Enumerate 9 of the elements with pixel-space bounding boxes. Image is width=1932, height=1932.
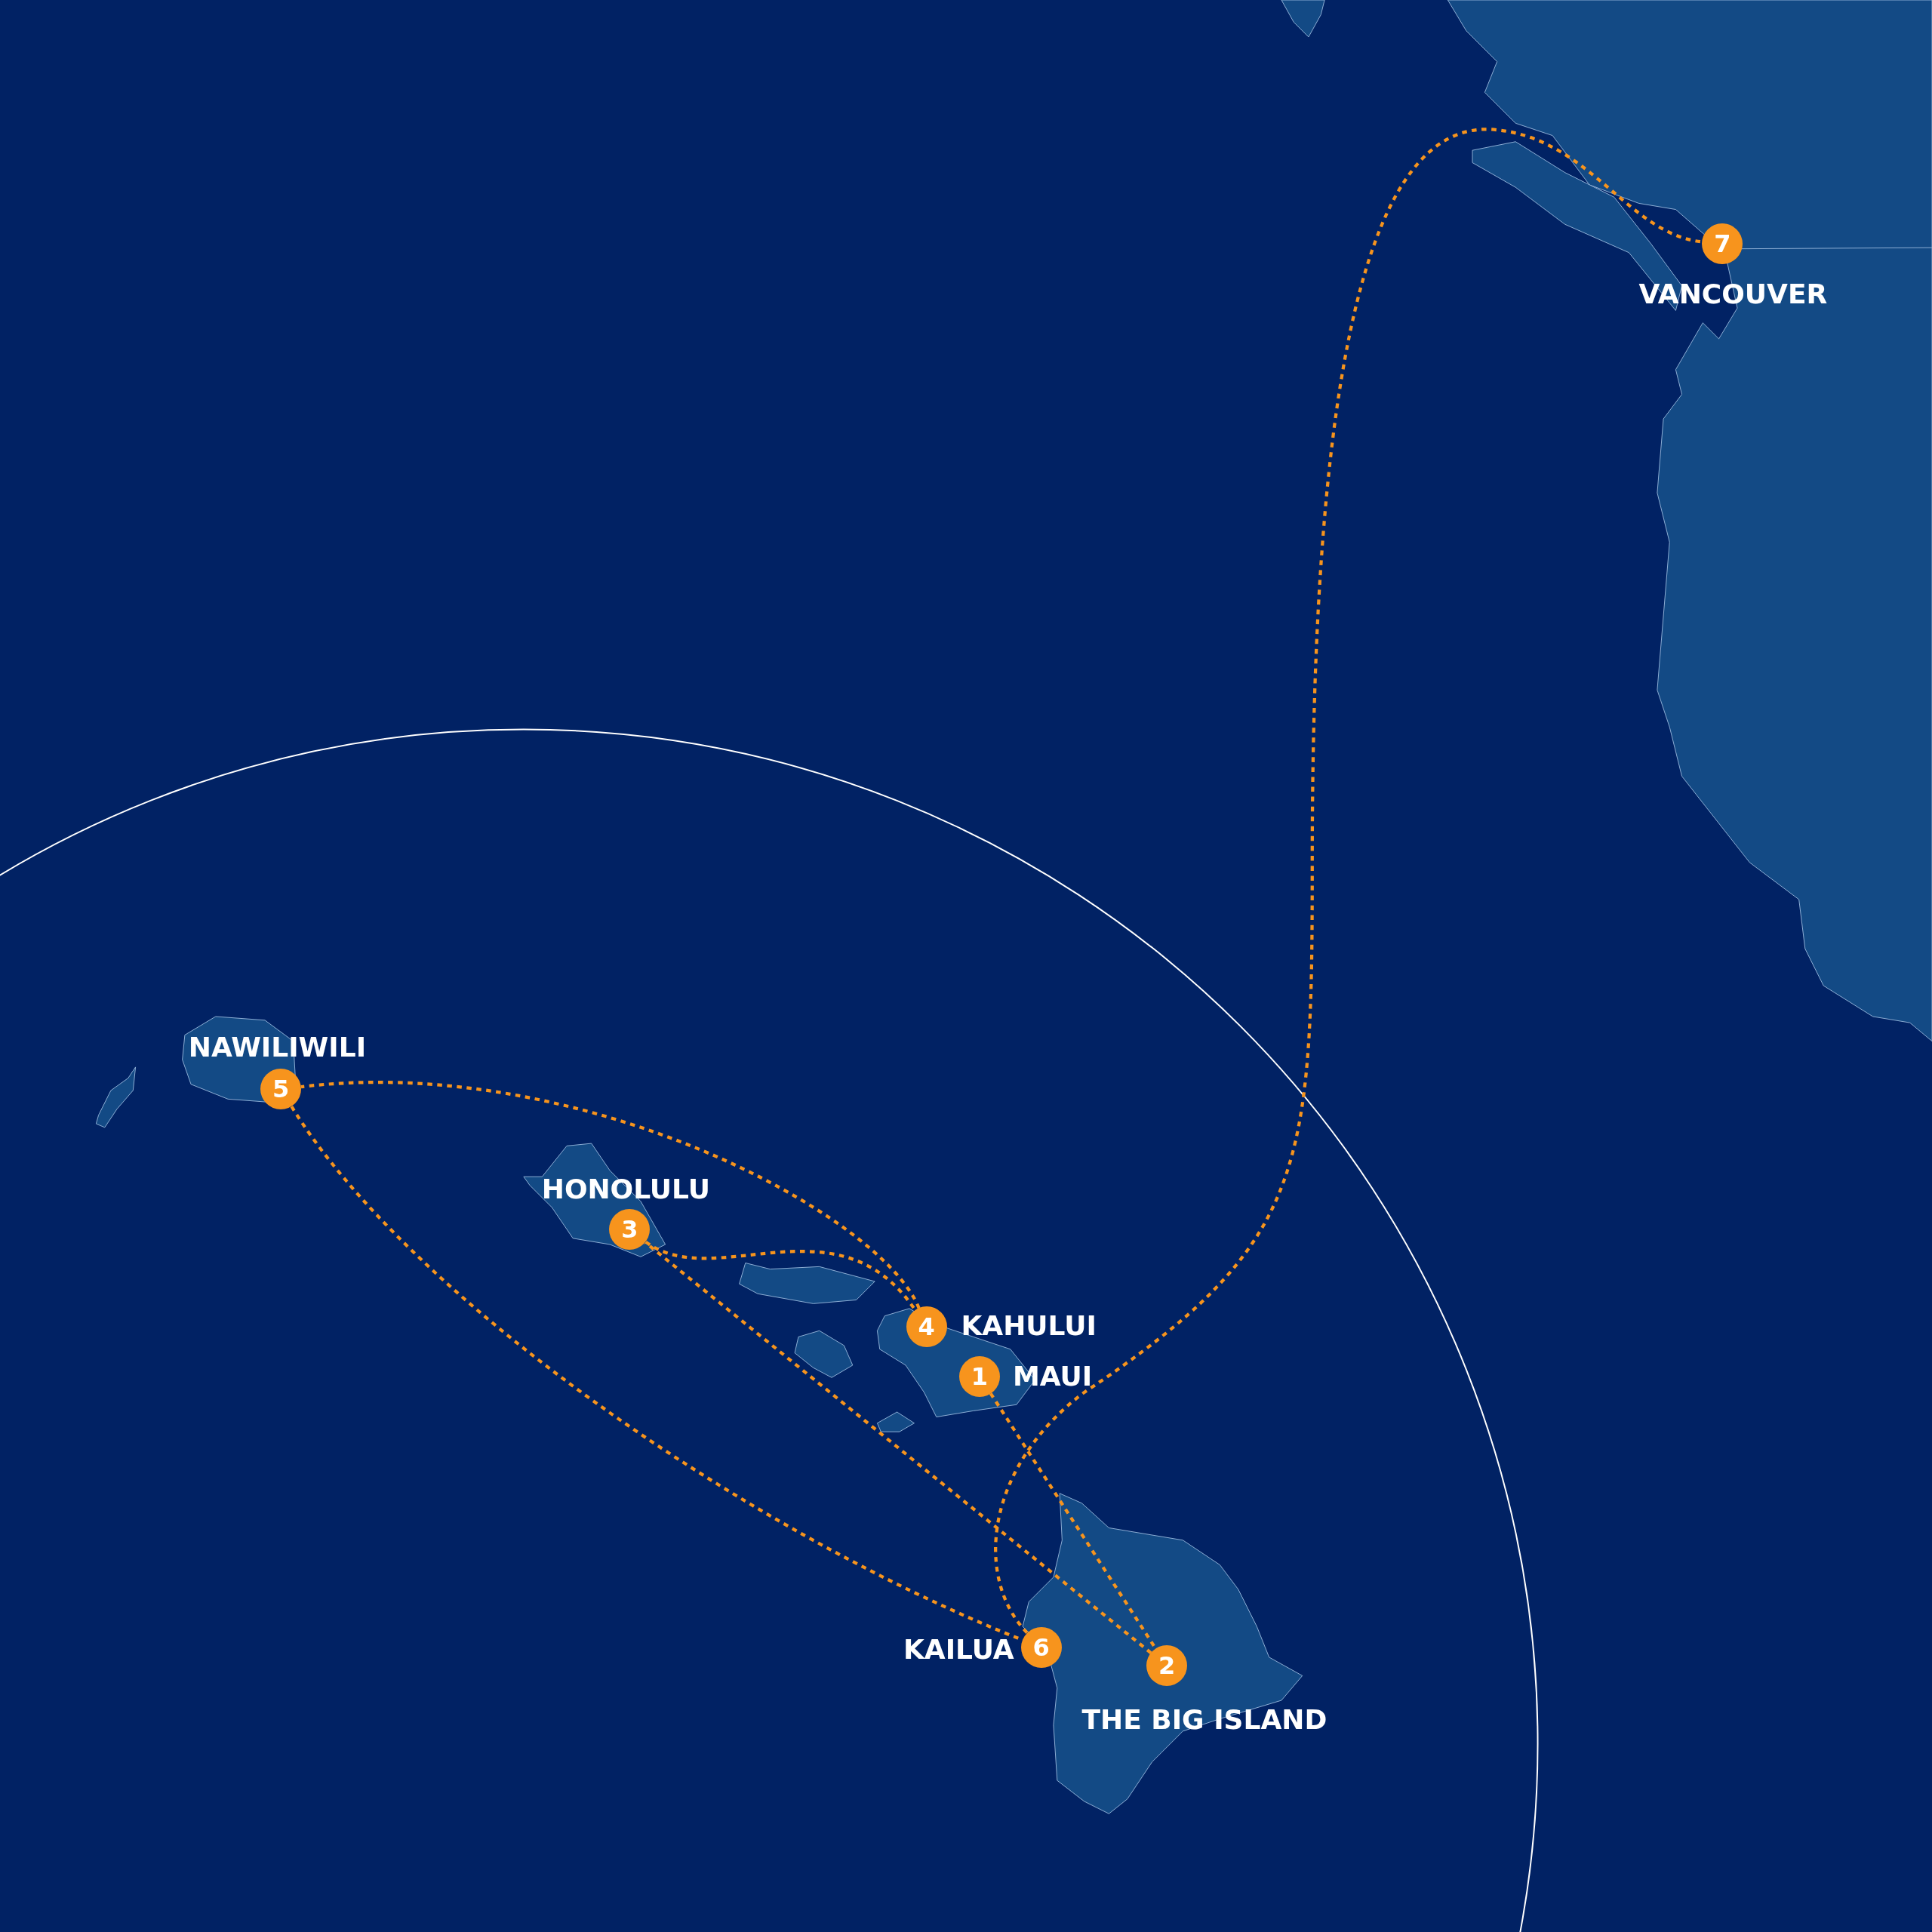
route-line <box>300 1081 921 1309</box>
place-label: MAUI <box>1013 1362 1093 1390</box>
place-label: KAHULUI <box>961 1312 1097 1340</box>
place-label: THE BIG ISLAND <box>1081 1706 1327 1734</box>
place-label: VANCOUVER <box>1638 281 1828 309</box>
place-label: NAWILIWILI <box>188 1033 367 1061</box>
place-label: HONOLULU <box>541 1175 710 1203</box>
numbered-marker: 5 <box>260 1069 302 1110</box>
place-label: KAILUA <box>903 1636 1014 1664</box>
